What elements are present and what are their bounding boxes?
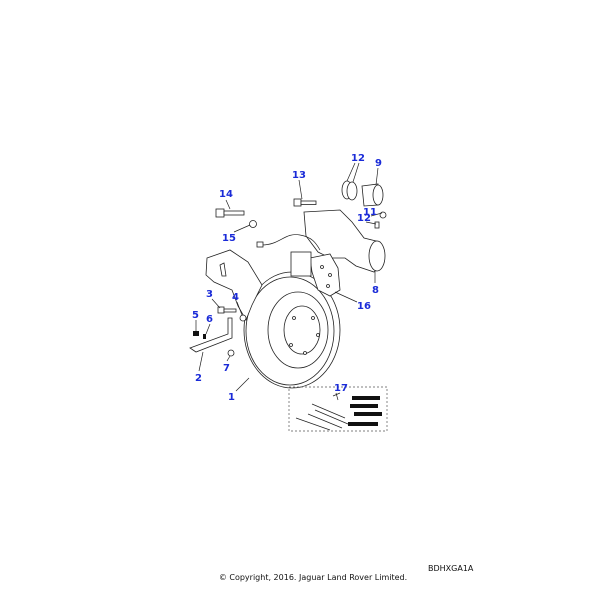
bleed-screw[interactable] [374, 211, 387, 229]
copyright-notice: © Copyright, 2016. Jaguar Land Rover Lim… [218, 573, 408, 582]
callout-12-bleed[interactable]: 12 [357, 213, 371, 224]
seal-kit[interactable] [341, 180, 358, 201]
callout-2[interactable]: 2 [195, 373, 202, 384]
callout-8[interactable]: 8 [372, 285, 379, 296]
bolt-5[interactable] [193, 331, 199, 336]
callout-14[interactable]: 14 [219, 189, 233, 200]
nut-4[interactable] [239, 314, 247, 322]
brake-caliper[interactable] [290, 209, 386, 297]
piston[interactable] [361, 183, 384, 207]
diagram-reference-code: BDHXGA1A [428, 564, 474, 573]
callout-15[interactable]: 15 [222, 233, 236, 244]
bolt-3[interactable] [217, 306, 237, 314]
callout-1[interactable]: 1 [228, 392, 235, 403]
callout-13[interactable]: 13 [292, 170, 306, 181]
callout-16[interactable]: 16 [357, 301, 371, 312]
callout-9[interactable]: 9 [375, 158, 382, 169]
leader-lines [195, 162, 383, 392]
pad-fitting-kit[interactable] [295, 392, 382, 431]
washer-15[interactable] [249, 220, 257, 228]
callout-3[interactable]: 3 [206, 289, 213, 300]
wear-sensor[interactable] [256, 241, 264, 248]
callout-4[interactable]: 4 [232, 292, 239, 303]
callout-17[interactable]: 17 [334, 383, 348, 394]
callout-11[interactable]: 11 [363, 207, 377, 218]
pad-fitting-kit-box [288, 386, 388, 432]
nut-7[interactable] [227, 349, 235, 357]
callout-12-seals[interactable]: 12 [351, 153, 365, 164]
bolt-13[interactable] [293, 198, 317, 207]
callout-6[interactable]: 6 [206, 314, 213, 325]
bolt-14[interactable] [215, 208, 245, 218]
callout-7[interactable]: 7 [223, 363, 230, 374]
bracket[interactable] [189, 317, 233, 353]
callout-5[interactable]: 5 [192, 310, 199, 321]
washer-6[interactable] [203, 334, 206, 339]
brake-disc[interactable] [243, 271, 341, 389]
wear-sensor-wire [261, 234, 321, 251]
dust-shield[interactable] [205, 249, 263, 321]
